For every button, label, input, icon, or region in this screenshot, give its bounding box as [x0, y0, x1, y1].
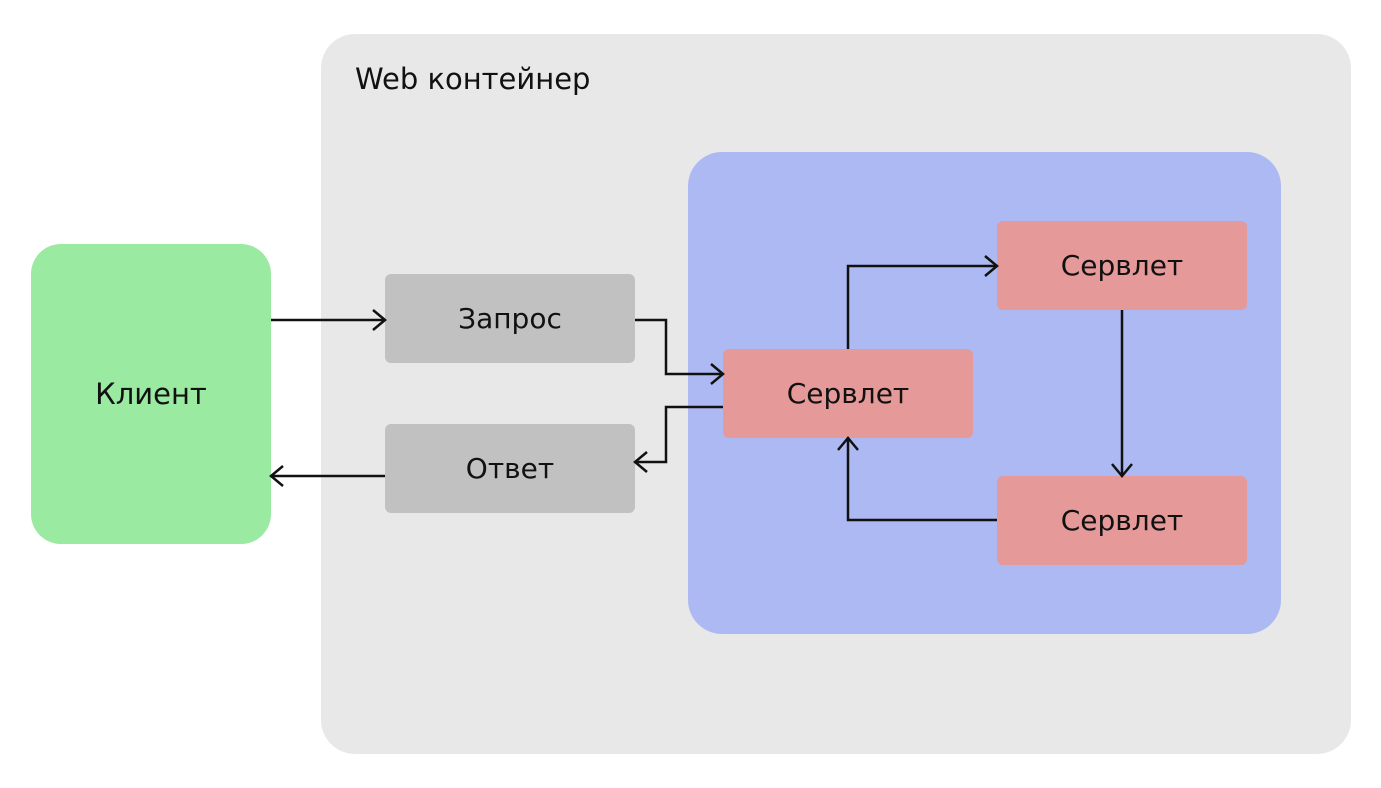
web-container-title: Web контейнер — [355, 62, 591, 96]
request-node: Запрос — [385, 274, 635, 363]
servlet-node-top: Сервлет — [997, 221, 1247, 310]
servlet-node-bottom: Сервлет — [997, 476, 1247, 565]
servlet-node-main: Сервлет — [723, 349, 973, 438]
arrowhead-response-to-client — [269, 465, 284, 487]
client-node: Клиент — [31, 244, 271, 544]
response-node: Ответ — [385, 424, 635, 513]
